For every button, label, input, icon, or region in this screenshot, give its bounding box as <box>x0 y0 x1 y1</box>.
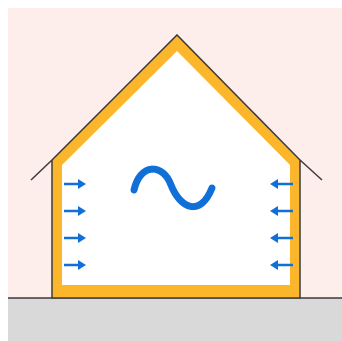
ground <box>8 298 342 341</box>
arrow-right-icon <box>64 206 86 216</box>
right-eave-line <box>299 159 323 181</box>
left-arrows-group <box>64 179 86 270</box>
left-eave-line <box>30 159 53 181</box>
arrow-left-icon <box>270 260 293 270</box>
right-arrows-group <box>270 179 293 270</box>
arrow-right-icon <box>64 260 86 270</box>
arrow-right-icon <box>64 233 86 243</box>
sine-wave-icon <box>130 165 216 211</box>
arrow-left-icon <box>270 179 293 189</box>
arrow-right-icon <box>64 179 86 189</box>
house-interior <box>62 51 290 285</box>
arrow-left-icon <box>270 206 293 216</box>
arrow-left-icon <box>270 233 293 243</box>
